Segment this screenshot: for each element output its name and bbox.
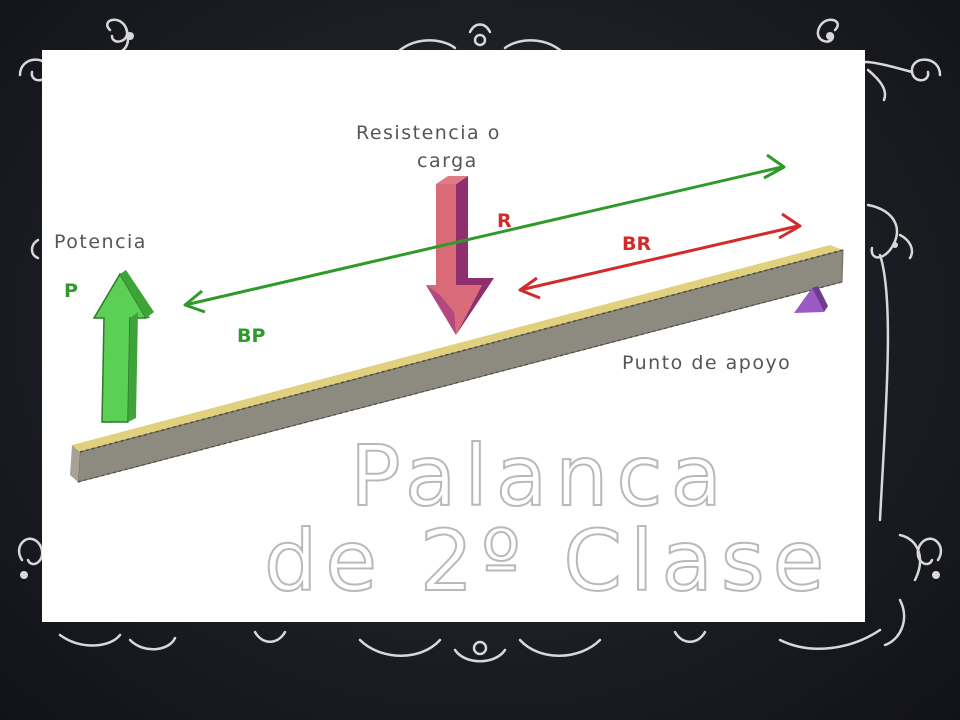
resistencia-arrow-icon [426,176,494,335]
title-line1: Palanca [350,427,730,525]
r-label: R [497,210,512,232]
bp-distance-arrow [183,153,786,314]
flourish-right-side-icon [866,203,914,522]
flourish-bottom-right-icon [778,533,943,650]
flourish-top-center-icon [398,23,562,52]
flourish-top-right-icon [816,18,942,102]
potencia-arrow-icon [92,270,154,423]
flourish-left-side-icon [30,238,40,260]
title-line2: de 2º Clase [264,512,832,610]
fulcrum-icon [794,286,828,313]
resistencia-label-line1: Resistencia o [356,122,501,144]
resistencia-label-line2: carga [417,150,478,172]
diagram-panel: Potencia P Resistencia o carga R BR BP P… [42,50,865,622]
p-label: P [64,280,78,302]
lever-bar [70,245,844,483]
lever-diagram: Potencia P Resistencia o carga R BR BP P… [54,122,844,611]
punto-apoyo-label: Punto de apoyo [622,352,791,374]
bp-label: BP [237,325,265,347]
br-distance-arrow [518,212,802,300]
potencia-label: Potencia [54,231,147,253]
br-label: BR [622,233,651,255]
flourish-bottom-center-icon [253,630,707,663]
flourish-bottom-left-icon [17,537,177,651]
